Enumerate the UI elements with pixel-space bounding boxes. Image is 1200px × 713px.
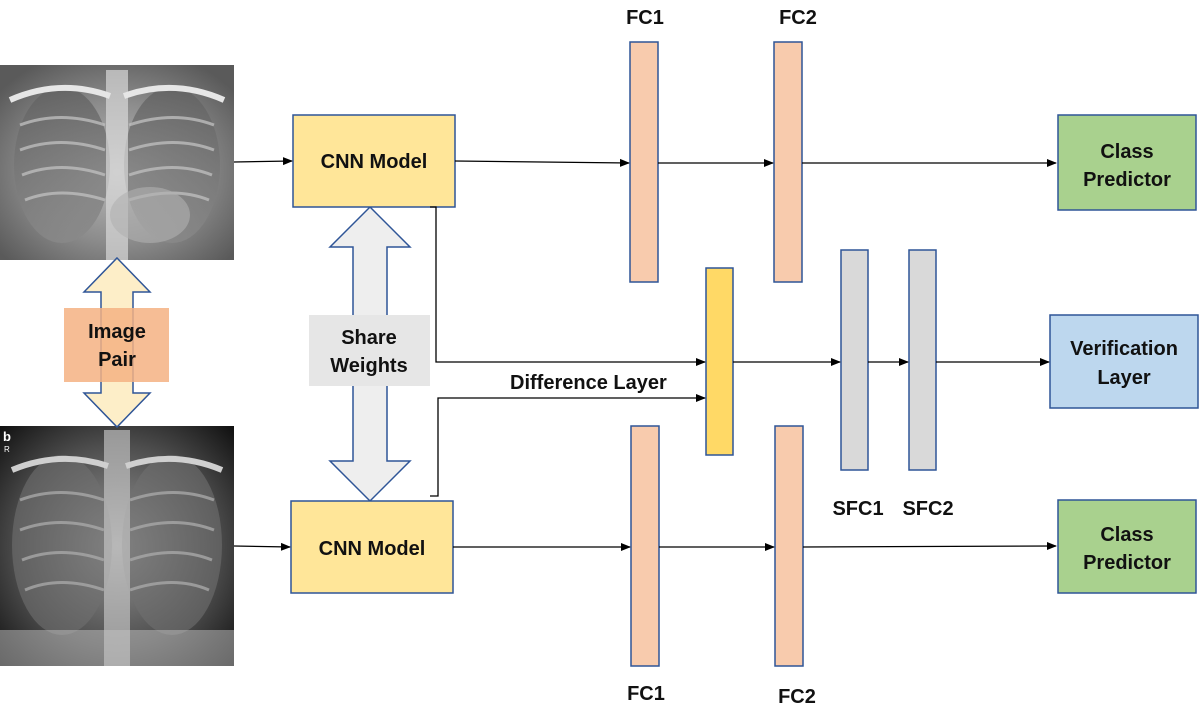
fc1-bottom-layer [630, 425, 660, 667]
share-weights-label-line2: Weights [330, 355, 407, 377]
sfc2-layer [908, 249, 937, 471]
fc2-bottom-layer [774, 425, 804, 667]
image-pair-label-line1: Image [88, 321, 146, 343]
panel-letter-b: b [3, 429, 11, 444]
class-predictor-bottom-line1: Class [1100, 524, 1153, 546]
class-predictor-bottom-line2: Predictor [1083, 552, 1171, 574]
fc2-bottom-label: FC2 [778, 686, 816, 708]
fc2-top-label: FC2 [779, 7, 817, 29]
share-weights-label-line1: Share [341, 327, 397, 349]
class-predictor-top-line2: Predictor [1083, 169, 1171, 191]
difference-layer-label: Difference Layer [510, 372, 667, 394]
fc2-top-layer [773, 41, 803, 283]
image-pair-label-line2: Pair [98, 349, 136, 371]
arrow-cnn-bottom-to-difference [430, 394, 706, 497]
class-predictor-bottom-box [1057, 499, 1197, 594]
fc1-top-layer [629, 41, 659, 283]
cnn-model-bottom-label: CNN Model [319, 538, 426, 560]
arrow-fc2-to-class-bottom [802, 542, 1057, 551]
verification-layer-box [1049, 314, 1199, 409]
class-predictor-top-box [1057, 114, 1197, 211]
bottom-chest-xray-image: b R [0, 426, 234, 666]
panel-side-marker: R [4, 445, 10, 454]
sfc1-label: SFC1 [832, 498, 883, 520]
arrow-cnn-top-to-fc1 [454, 158, 630, 167]
class-predictor-top-line1: Class [1100, 141, 1153, 163]
fc1-bottom-label: FC1 [627, 683, 665, 705]
fc1-top-label: FC1 [626, 7, 664, 29]
top-chest-xray-image [0, 65, 234, 260]
arrow-image-to-cnn-top [233, 157, 293, 166]
sfc1-layer [840, 249, 869, 471]
arrow-image-to-cnn-bottom [233, 542, 291, 551]
connector-arrows [233, 157, 1057, 551]
verification-layer-line2: Layer [1097, 367, 1151, 389]
sfc2-label: SFC2 [902, 498, 953, 520]
cnn-model-top-label: CNN Model [321, 151, 428, 173]
difference-layer [705, 267, 734, 456]
arrow-cnn-top-to-difference [430, 206, 706, 366]
verification-layer-line1: Verification [1070, 338, 1178, 360]
image-pair-box [64, 308, 169, 382]
share-weights-box [309, 315, 430, 386]
